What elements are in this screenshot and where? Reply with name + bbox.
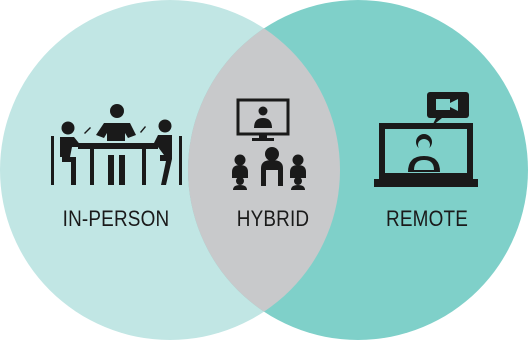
hybrid-label: HYBRID (236, 206, 310, 231)
hybrid-presentation-icon (232, 98, 306, 190)
video-call-laptop-icon (374, 92, 478, 187)
hybrid-intersection (188, 0, 340, 340)
remote-label: REMOTE (386, 206, 468, 231)
meeting-table-icon (51, 104, 182, 185)
in-person-label: IN-PERSON (62, 206, 170, 231)
